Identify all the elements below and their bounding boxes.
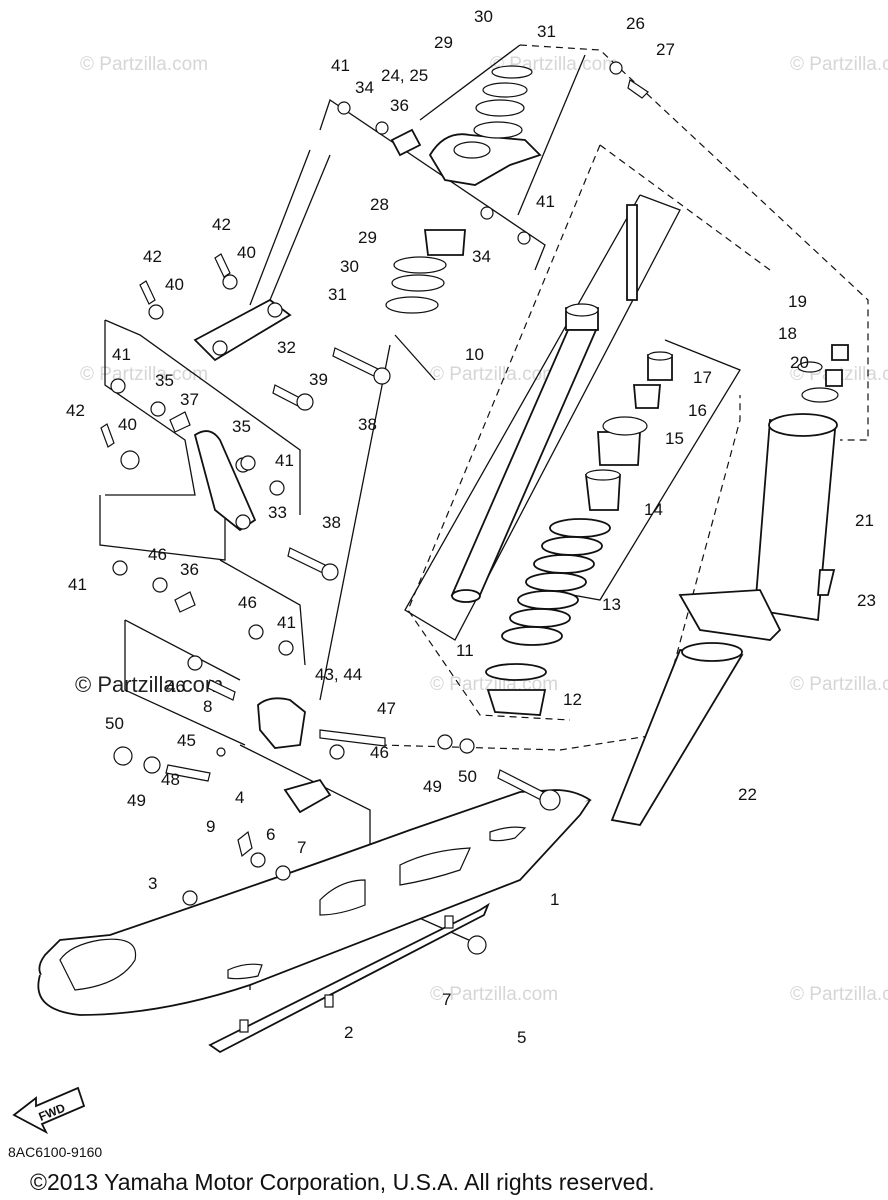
part-label: 7 (442, 990, 451, 1009)
part-label: 41 (68, 575, 87, 594)
part-label: 6 (266, 825, 275, 844)
top-bracket-parts (337, 61, 649, 314)
part-label: 16 (688, 401, 707, 420)
part-label: 42 (66, 401, 85, 420)
part-label: 17 (693, 368, 712, 387)
fwd-arrow: FWD (12, 1086, 86, 1135)
watermark: © Partzilla.com (430, 364, 558, 385)
copyright-text: ©2013 Yamaha Motor Corporation, U.S.A. A… (30, 1169, 655, 1195)
part-label: 29 (434, 33, 453, 52)
part-label: 30 (340, 257, 359, 276)
part-label: 3 (148, 874, 157, 893)
part-label: 28 (370, 195, 389, 214)
part-label: 42 (143, 247, 162, 266)
watermark: © Partzilla.com (80, 54, 208, 75)
part-label: 46 (238, 593, 257, 612)
part-labels: 30 31 26 27 29 24, 25 41 34 36 41 34 28 … (66, 7, 876, 1047)
part-label: 48 (161, 770, 180, 789)
part-label: 30 (474, 7, 493, 26)
part-label: 11 (456, 641, 474, 660)
part-label: 49 (127, 791, 146, 810)
spring-seat-parts (485, 351, 673, 716)
shock-absorber-part (450, 204, 638, 603)
part-label: 37 (180, 390, 199, 409)
watermark: © Partzilla.com (430, 984, 558, 1005)
part-label: 18 (778, 324, 797, 343)
part-label: 5 (517, 1028, 526, 1047)
part-label: 46 (148, 545, 167, 564)
part-label: 24, 25 (381, 66, 428, 85)
part-label: 12 (563, 690, 582, 709)
runner-part (208, 902, 490, 1054)
part-label: 31 (537, 22, 556, 41)
part-label: 19 (788, 292, 807, 311)
part-label: 13 (602, 595, 621, 614)
part-label: 40 (165, 275, 184, 294)
part-label: 41 (112, 345, 131, 364)
shock-cover-part (678, 344, 849, 641)
part-label: 46 (370, 743, 389, 762)
ski-part (37, 789, 592, 1016)
collar-parts (100, 253, 487, 955)
part-label: 15 (665, 429, 684, 448)
part-label: 40 (237, 243, 256, 262)
part-label: 2 (344, 1023, 353, 1042)
watermark: © Partzilla.com (790, 674, 888, 695)
part-label: 36 (390, 96, 409, 115)
part-label: 40 (118, 415, 137, 434)
watermark-layer: © Partzilla.com © Partzilla.com © Partzi… (75, 54, 888, 1005)
part-label: 35 (232, 417, 251, 436)
watermark: © Partzilla.com (790, 54, 888, 75)
part-label: 38 (358, 415, 377, 434)
part-label: 7 (297, 838, 306, 857)
part-label: 34 (472, 247, 491, 266)
part-label: 41 (331, 56, 350, 75)
part-label: 39 (309, 370, 328, 389)
part-label: 50 (458, 767, 477, 786)
arm-parts (193, 298, 561, 811)
part-label: 22 (738, 785, 757, 804)
watermark: © Partzilla.com (790, 984, 888, 1005)
diagram-code: 8AC6100-9160 (8, 1144, 102, 1160)
part-label: 27 (656, 40, 675, 59)
part-label: 33 (268, 503, 287, 522)
part-label: 50 (105, 714, 124, 733)
part-label: 46 (166, 677, 185, 696)
part-label: 21 (855, 511, 874, 530)
part-label: 26 (626, 14, 645, 33)
part-label: 10 (465, 345, 484, 364)
part-label: 38 (322, 513, 341, 532)
part-label: 36 (180, 560, 199, 579)
part-label: 14 (644, 500, 663, 519)
part-label: 29 (358, 228, 377, 247)
watermark: © Partzilla.com (80, 364, 208, 385)
part-label: 34 (355, 78, 374, 97)
part-label: 23 (857, 591, 876, 610)
part-label: 20 (790, 353, 809, 372)
spring-part (501, 518, 611, 646)
part-label: 4 (235, 788, 244, 807)
watermark-prominent: © Partzilla.com (75, 672, 223, 697)
part-label: 41 (275, 451, 294, 470)
part-label: 35 (155, 371, 174, 390)
part-label: 9 (206, 817, 215, 836)
part-label: 43, 44 (315, 665, 362, 684)
part-label: 32 (277, 338, 296, 357)
part-label: 49 (423, 777, 442, 796)
part-label: 42 (212, 215, 231, 234)
boot-part (610, 642, 744, 826)
part-label: 31 (328, 285, 347, 304)
part-label: 45 (177, 731, 196, 750)
part-label: 47 (377, 699, 396, 718)
part-label: 8 (203, 697, 212, 716)
part-label: 41 (536, 192, 555, 211)
part-label: 1 (550, 890, 559, 909)
part-label: 41 (277, 613, 296, 632)
